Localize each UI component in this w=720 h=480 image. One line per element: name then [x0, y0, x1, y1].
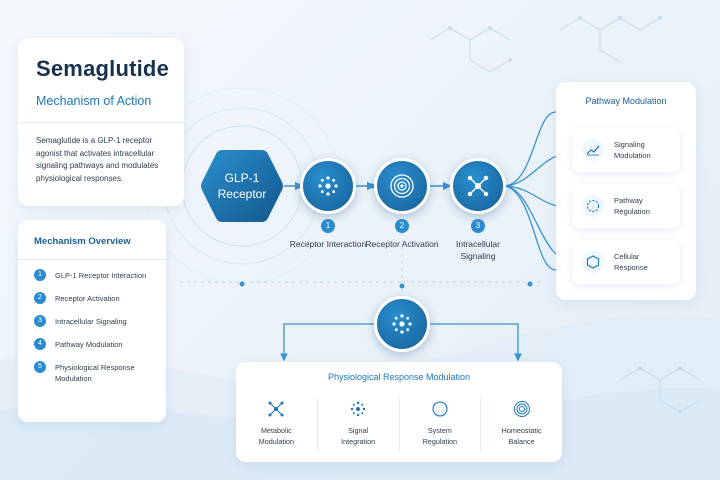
connector-dot [239, 281, 245, 287]
overview-item-label: Pathway Modulation [55, 340, 123, 349]
receptor-label: GLP-1 Receptor [217, 171, 267, 201]
step-number: 1 [321, 219, 335, 233]
page-subtitle: Mechanism of Action [36, 94, 152, 108]
overview-heading: Mechanism Overview [34, 236, 131, 247]
concentric-circles-icon [390, 174, 414, 198]
molecule-decoration [448, 16, 682, 414]
dots-ring-icon [318, 176, 338, 196]
step-node-intracellular-signaling [450, 158, 506, 214]
step-node-receptor-activation [374, 158, 430, 214]
dots-ring-icon [392, 314, 412, 334]
overview-item-number: 3 [34, 315, 46, 327]
physio-item-label: Signal Integration [341, 426, 376, 446]
overview-item: 3 Intracellular Signaling [34, 315, 150, 327]
physio-item-label: Metabolic Modulation [258, 426, 294, 446]
step-label: Receptor Interaction [289, 239, 367, 249]
physio-item-metabolic-modulation: Metabolic Modulation [236, 398, 318, 452]
divider [18, 122, 184, 123]
overview-item: 1 GLP-1 Receptor Interaction [34, 269, 150, 281]
physio-item-signal-integration: Signal Integration [318, 398, 400, 452]
overview-item-label: Physiological Response Modulation [55, 363, 135, 383]
physio-item-label: System Regulation [422, 426, 458, 446]
description: Semaglutide is a GLP-1 receptor agonist … [36, 136, 159, 183]
pathway-item-cellular-response: Cellular Response [572, 240, 680, 284]
overview-item-number: 2 [34, 292, 46, 304]
step-number: 3 [471, 219, 485, 233]
dots-ring-icon [347, 398, 369, 420]
physiological-hub-node [374, 296, 430, 352]
hexagon-shape [201, 150, 283, 222]
hexagon-icon [582, 251, 604, 273]
physio-item-label: Homeostatic Balance [501, 426, 542, 446]
overview-item-label: Receptor Activation [55, 294, 120, 303]
pathway-item-label: Signaling Modulation [614, 140, 651, 160]
pathway-item-label: Cellular Response [614, 252, 648, 272]
molecule-decoration [429, 17, 701, 413]
overview-item-number: 5 [34, 361, 46, 373]
circle-icon [429, 398, 451, 420]
title-card: Semaglutide Mechanism of Action Semaglut… [18, 38, 184, 206]
receptor-node: GLP-1 Receptor [200, 148, 284, 224]
overview-item: 4 Pathway Modulation [34, 338, 150, 350]
concentric-circles-icon [511, 398, 533, 420]
chart-line-icon [582, 139, 604, 161]
overview-item-number: 4 [34, 338, 46, 350]
overview-card: Mechanism Overview 1 GLP-1 Receptor Inte… [18, 220, 166, 422]
connector-dot [399, 283, 405, 289]
physio-heading: Physiological Response Modulation [327, 372, 471, 382]
network-icon [467, 175, 489, 197]
pathway-heading: Pathway Modulation [585, 96, 667, 106]
page-title: Semaglutide [36, 56, 170, 81]
connector-dot [369, 183, 375, 189]
pathway-item-pathway-regulation: Pathway Regulation [572, 184, 680, 228]
overview-item: 2 Receptor Activation [34, 292, 150, 304]
network-icon [265, 398, 287, 420]
dashed-circle-icon [582, 195, 604, 217]
physiological-response-card: Physiological Response Modulation Metabo… [236, 362, 562, 462]
overview-item-label: GLP-1 Receptor Interaction [55, 271, 147, 280]
pathway-item-label: Pathway Regulation [614, 196, 650, 216]
physio-connectors [280, 323, 522, 362]
step-node-receptor-interaction [300, 158, 356, 214]
overview-item: 5 Physiological Response Modulation [34, 361, 150, 384]
divider [18, 259, 166, 260]
pathway-item-signaling-modulation: Signaling Modulation [572, 128, 680, 172]
physio-item-homeostatic-balance: Homeostatic Balance [481, 398, 562, 452]
step-label: Intracellular Signaling [456, 239, 500, 261]
connector-dot [527, 281, 533, 287]
step-label: Receptor Activation [365, 239, 439, 249]
step-number: 2 [395, 219, 409, 233]
overview-item-label: Intracellular Signaling [55, 317, 127, 326]
physio-item-system-regulation: System Regulation [400, 398, 482, 452]
pathway-modulation-card: Pathway Modulation Signaling Modulation … [556, 82, 696, 300]
overview-item-number: 1 [34, 269, 46, 281]
